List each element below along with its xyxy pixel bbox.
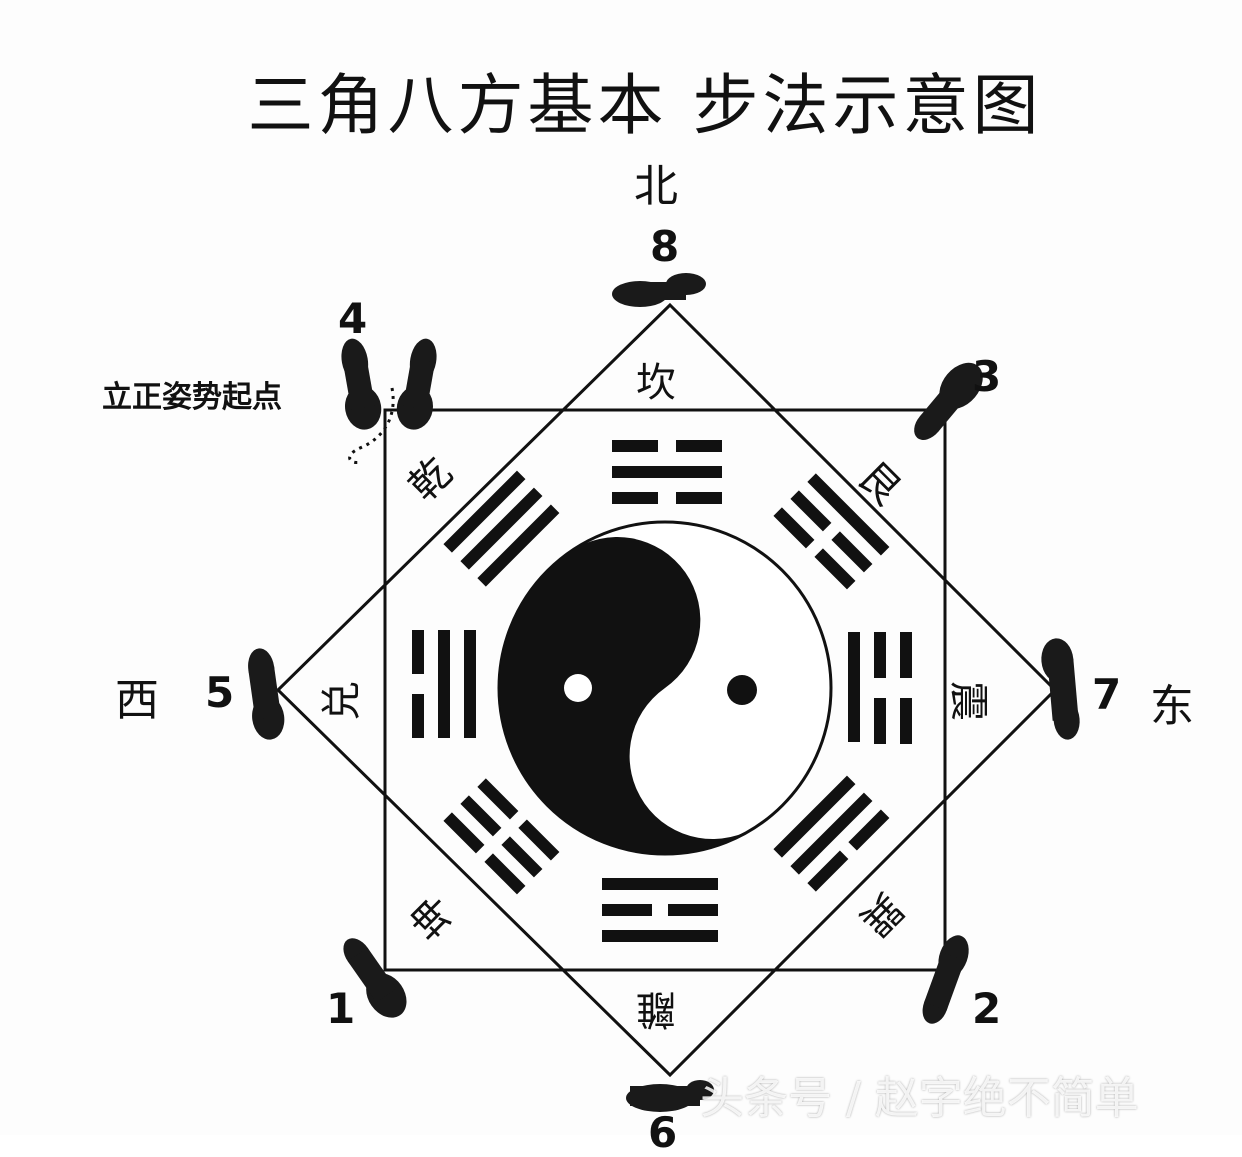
footprint-7 <box>1041 638 1080 740</box>
step-7-number: 7 <box>1092 670 1122 719</box>
footprint-6 <box>626 1080 714 1112</box>
step-8-number: 8 <box>650 222 680 271</box>
north-label: 北 <box>634 161 678 212</box>
inner-diamond <box>275 302 1058 1078</box>
step-1-number: 1 <box>326 984 356 1033</box>
step-5-number: 5 <box>205 668 235 717</box>
footprint-2 <box>922 935 969 1024</box>
step-4-number: 4 <box>338 294 368 343</box>
footprints <box>248 273 1080 1112</box>
watermark-text: 头条号 / 赵字绝不简单 <box>700 1073 1139 1124</box>
footprint-8 <box>612 273 706 307</box>
trigram-zhen-label: 震 <box>945 681 991 721</box>
step-2-number: 2 <box>972 984 1002 1033</box>
footprint-4-right <box>396 338 437 430</box>
footprint-5 <box>248 648 285 740</box>
trigram-li-label: 離 <box>636 986 676 1032</box>
start-position-label: 立正姿势起点 <box>102 380 282 415</box>
footprint-1 <box>343 938 407 1018</box>
west-label: 西 <box>115 675 159 726</box>
trigram-dui-label: 兑 <box>319 681 365 721</box>
trigram-bars <box>412 440 912 942</box>
yin-yang-symbol <box>497 520 833 856</box>
diagram-title: 三角八方基本 步法示意图 <box>247 67 1043 144</box>
footprint-4-left <box>341 338 382 430</box>
step-6-number: 6 <box>648 1108 678 1157</box>
step-3-number: 3 <box>972 352 1002 401</box>
east-label: 东 <box>1150 681 1194 732</box>
trigram-kan-label: 坎 <box>636 360 676 406</box>
start-dotted-path <box>348 387 395 465</box>
outer-square <box>383 408 947 972</box>
footprint-3 <box>914 362 983 440</box>
